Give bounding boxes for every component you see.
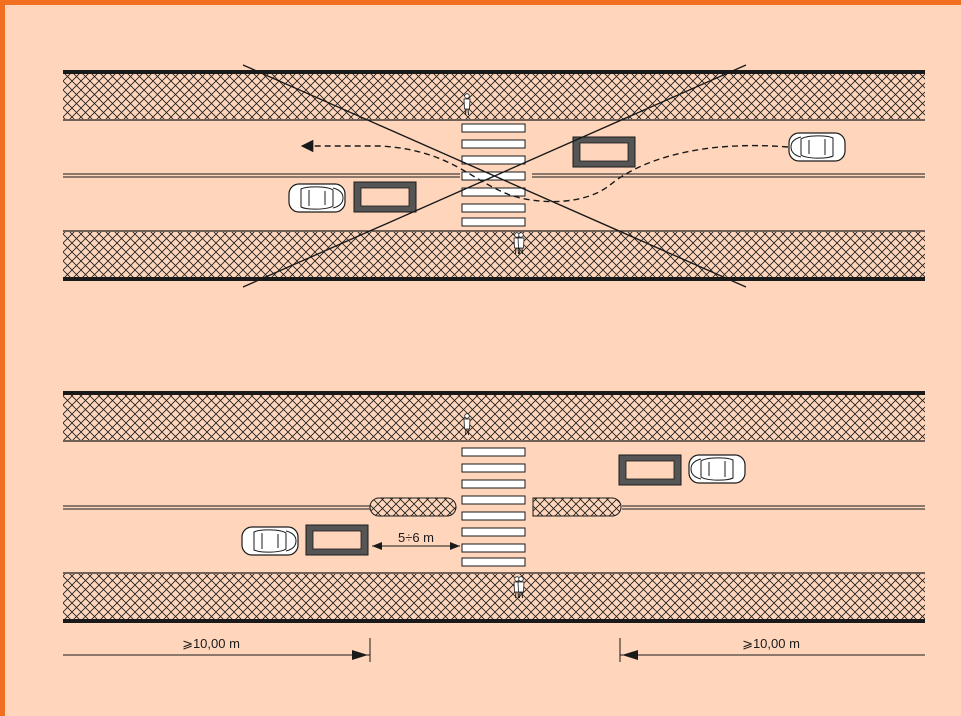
car-icon	[788, 132, 846, 162]
bottom-scenario: 5÷6 m ⩾10,00 m ⩾10,00 m	[63, 391, 925, 662]
left-distance-dimension: ⩾10,00 m	[63, 636, 371, 662]
bottom-sidewalk-lower	[63, 574, 925, 620]
vehicle-path-arrow-icon	[300, 139, 789, 203]
right-distance-dimension: ⩾10,00 m	[619, 636, 925, 662]
parked-obstacle-icon	[305, 524, 369, 556]
car-icon	[688, 454, 746, 484]
gap-dimension: 5÷6 m	[372, 530, 460, 550]
bottom-sidewalk-upper	[63, 394, 925, 440]
parked-obstacle-icon	[572, 136, 636, 168]
left-distance-label: ⩾10,00 m	[182, 636, 240, 651]
traffic-island-left	[369, 497, 457, 517]
bottom-zebra-crossing	[461, 447, 526, 567]
top-sidewalk-upper	[63, 73, 925, 119]
traffic-island-right	[532, 497, 622, 517]
right-distance-label: ⩾10,00 m	[742, 636, 800, 651]
top-scenario	[63, 64, 925, 288]
top-centre-line	[63, 173, 925, 178]
parked-obstacle-icon	[353, 181, 417, 213]
top-zebra-crossing	[461, 123, 526, 227]
car-icon	[288, 183, 346, 213]
cross-out-line	[242, 64, 747, 288]
bottom-centre-line	[63, 505, 925, 510]
top-sidewalk-lower	[63, 232, 925, 278]
parked-obstacle-icon	[618, 454, 682, 486]
gap-dimension-label: 5÷6 m	[398, 530, 434, 545]
car-icon	[241, 526, 299, 556]
